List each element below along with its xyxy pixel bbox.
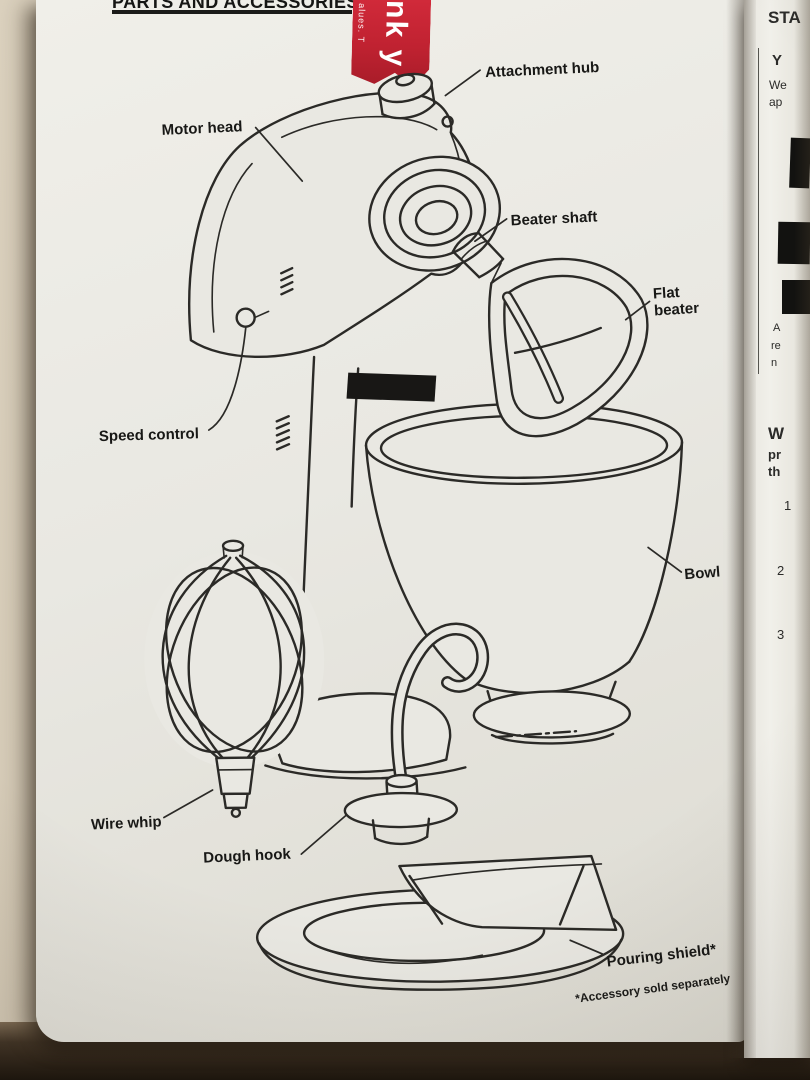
speed-control-lever	[235, 307, 256, 328]
planetary-and-shaft	[368, 155, 505, 279]
right-page-text-re: re	[771, 340, 781, 352]
wire-whip-part	[144, 539, 325, 818]
leader-pouring-shield	[569, 939, 604, 955]
right-page-text-pr: pr	[768, 447, 781, 462]
right-page-text-we: We	[769, 78, 787, 92]
leader-attachment-hub	[444, 69, 481, 97]
label-wire-whip: Wire whip	[90, 813, 163, 834]
right-page-image-block-1	[789, 137, 810, 189]
right-page-text-a: A	[773, 322, 781, 334]
leader-beater-shaft	[474, 218, 508, 243]
label-speed-control: Speed control	[98, 425, 200, 446]
leader-dough-hook	[300, 813, 348, 855]
leader-speed-control	[207, 326, 247, 431]
stand-mixer-illustration	[144, 69, 684, 991]
dough-hook-part	[343, 622, 578, 846]
leader-bowl	[647, 546, 683, 573]
right-page-text-th: th	[768, 464, 781, 479]
right-page-text-n: n	[771, 357, 778, 369]
right-page-text-ap: ap	[769, 95, 783, 109]
right-page-image-block-2	[777, 221, 810, 265]
neck-recess	[346, 372, 437, 402]
right-page-step-3: 3	[777, 627, 785, 642]
page-title: PARTS AND ACCESSORIES	[112, 0, 359, 12]
pouring-shield-part	[255, 854, 625, 991]
right-page-image-block-3	[782, 280, 810, 314]
label-bowl: Bowl	[683, 563, 721, 584]
right-page-text-w: W	[768, 424, 785, 443]
mixer-stand	[264, 355, 467, 780]
leader-wire-whip	[163, 789, 214, 819]
leader-lines	[163, 69, 683, 955]
right-page-step-1: 1	[784, 498, 792, 513]
right-page-text-y: Y	[772, 52, 783, 69]
leader-flat-beater	[624, 300, 651, 321]
right-page-step-2: 2	[777, 563, 785, 578]
title-underline	[112, 10, 352, 14]
label-flat-beater: Flat beater	[652, 283, 700, 320]
leader-motor-head	[254, 126, 304, 182]
attachment-hub-part	[377, 72, 454, 128]
bowl-part	[364, 402, 684, 745]
right-page-box-rule	[758, 48, 759, 374]
flat-beater-part	[487, 257, 649, 438]
right-page-heading-fragment: STA	[768, 8, 801, 27]
